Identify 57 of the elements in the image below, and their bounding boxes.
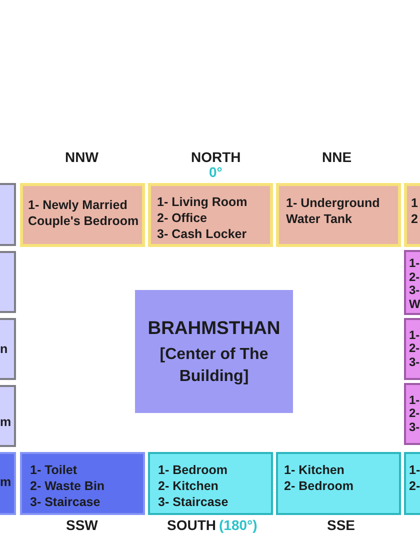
cut-off-text: m [0,414,12,430]
direction-label: NNW [65,148,98,166]
center-zone-box [135,290,293,413]
degree-label: (180°) [219,516,258,534]
cut-off-zone-box [0,385,16,447]
cut-off-text: 2- [409,270,420,284]
cut-off-text: 1- [409,328,420,342]
direction-label: SSW [66,516,98,534]
cut-off-text: 1 [411,195,418,211]
zone-box [20,452,145,515]
zone-description: [Center of The Building] [158,344,270,386]
cut-off-zone-box [404,318,420,380]
zone-box [148,183,273,247]
cut-off-zone-box [0,183,16,246]
room-item: 1- Underground Water Tank [286,195,381,227]
room-item: 3- Staircase [158,494,228,510]
cut-off-text: 1- [409,257,420,270]
cut-off-zone-box [404,250,420,315]
cut-off-text: 2- [409,407,420,421]
room-item: 3- Cash Locker [157,226,247,242]
cut-off-zone-box [0,251,16,313]
cut-off-text: 2- [409,342,420,356]
room-item: 1- Newly Married Couple's Bedroom [28,197,140,229]
room-item: 1- Kitchen [284,462,344,478]
room-item: 2- Bedroom [284,478,354,494]
cut-off-text: 2 [411,211,418,227]
cut-off-text: W [409,298,420,311]
cut-off-text: 3- [409,356,420,370]
cut-off-zone-box [404,383,420,445]
cut-off-text: 3- [409,284,420,298]
zone-box [148,452,273,515]
cut-off-zone-box [0,452,16,515]
cut-off-text: 1- [409,394,420,408]
degree-label: 0° [209,163,222,181]
direction-label: NORTH [191,148,241,166]
cut-off-zone-box [404,452,420,515]
zone-title: BRAHMSTHAN [148,316,280,340]
room-item: 1- Living Room [157,194,248,210]
cut-off-text: m [0,474,12,490]
direction-label: SOUTH [167,516,216,534]
cut-off-text: 3- [409,420,420,434]
room-item: 2- Kitchen [158,478,218,494]
direction-label: SSE [327,516,356,534]
cut-off-zone-box [0,318,16,380]
direction-label: NNE [322,148,352,166]
cut-off-text: 1- [409,462,420,478]
cut-off-text: n [0,341,8,357]
room-item: 1- Toilet [30,462,77,478]
room-item: 3- Staircase [30,494,100,510]
room-item: 2- Waste Bin [30,478,105,494]
zone-box [276,452,401,515]
zone-box [276,183,401,247]
room-item: 2- Office [157,210,208,226]
zone-box [20,183,145,247]
cut-off-text: 2- [409,478,420,494]
cut-off-zone-box [404,183,420,247]
room-item: 1- Bedroom [158,462,228,478]
